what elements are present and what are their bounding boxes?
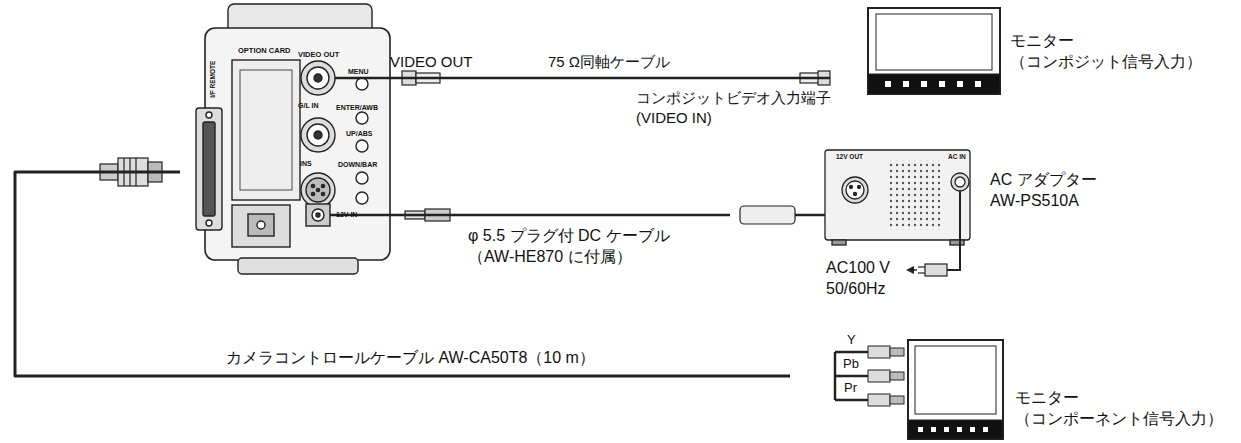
panel-label: AC IN [948, 153, 966, 161]
camera-panel: OPTION CARD VIDEO OUT MENU G/L IN ENTER/AWB U… [180, 0, 400, 280]
cable-label: カメラコントロールケーブル AW-CA50T8（10 m） [226, 348, 595, 369]
panel-label: UP/ABS [346, 129, 372, 138]
panel-label: MENU [348, 67, 369, 76]
panel-label: I/F REMOTE [209, 57, 217, 101]
signal-name: VIDEO OUT [390, 52, 473, 72]
signal-name: Pb [843, 356, 859, 373]
cable [400, 214, 730, 217]
cable [400, 77, 830, 80]
signal-name: Y [847, 332, 856, 349]
ac-adapter [825, 150, 970, 245]
panel-label: DOWN/BAR [338, 160, 377, 169]
panel-label: ENTER/AWB [336, 103, 378, 112]
monitor-component [908, 340, 1003, 439]
monitor-composite [868, 8, 1000, 94]
component-split [835, 346, 904, 406]
signal-name: Pr [844, 380, 857, 397]
device-label: AC アダプター AW-PS510A [990, 170, 1115, 212]
power-label: AC100 V 50/60Hz [826, 258, 902, 300]
panel-label: 12V IN [336, 210, 357, 219]
panel-label: G/L IN [298, 101, 318, 110]
device-label: モニター （コンポーネント信号入力） [1015, 388, 1229, 430]
panel-label: INS [300, 159, 312, 168]
monitor-node: モニター （コンポジット信号入力） [830, 5, 1235, 105]
cable [15, 172, 790, 376]
cable-label: φ 5.5 プラグ付 DC ケーブル （AW-HE870 に付属） [468, 226, 708, 268]
device-label: モニター （コンポジット信号入力） [1010, 31, 1212, 73]
panel-label: OPTION CARD [238, 46, 291, 56]
panel-label: 12V OUT [836, 153, 863, 161]
ac-cord [906, 191, 960, 276]
cable-stub [330, 78, 400, 215]
adapter-node: AC アダプター AW-PS510A 12V OUT AC IN [730, 140, 1150, 250]
cable-label: 75 Ω同軸ケーブル [548, 52, 670, 72]
panel-label: VIDEO OUT [298, 50, 339, 60]
terminal-label: コンポジットビデオ入力端子 (VIDEO IN) [636, 88, 868, 127]
camera-rear [196, 4, 390, 274]
